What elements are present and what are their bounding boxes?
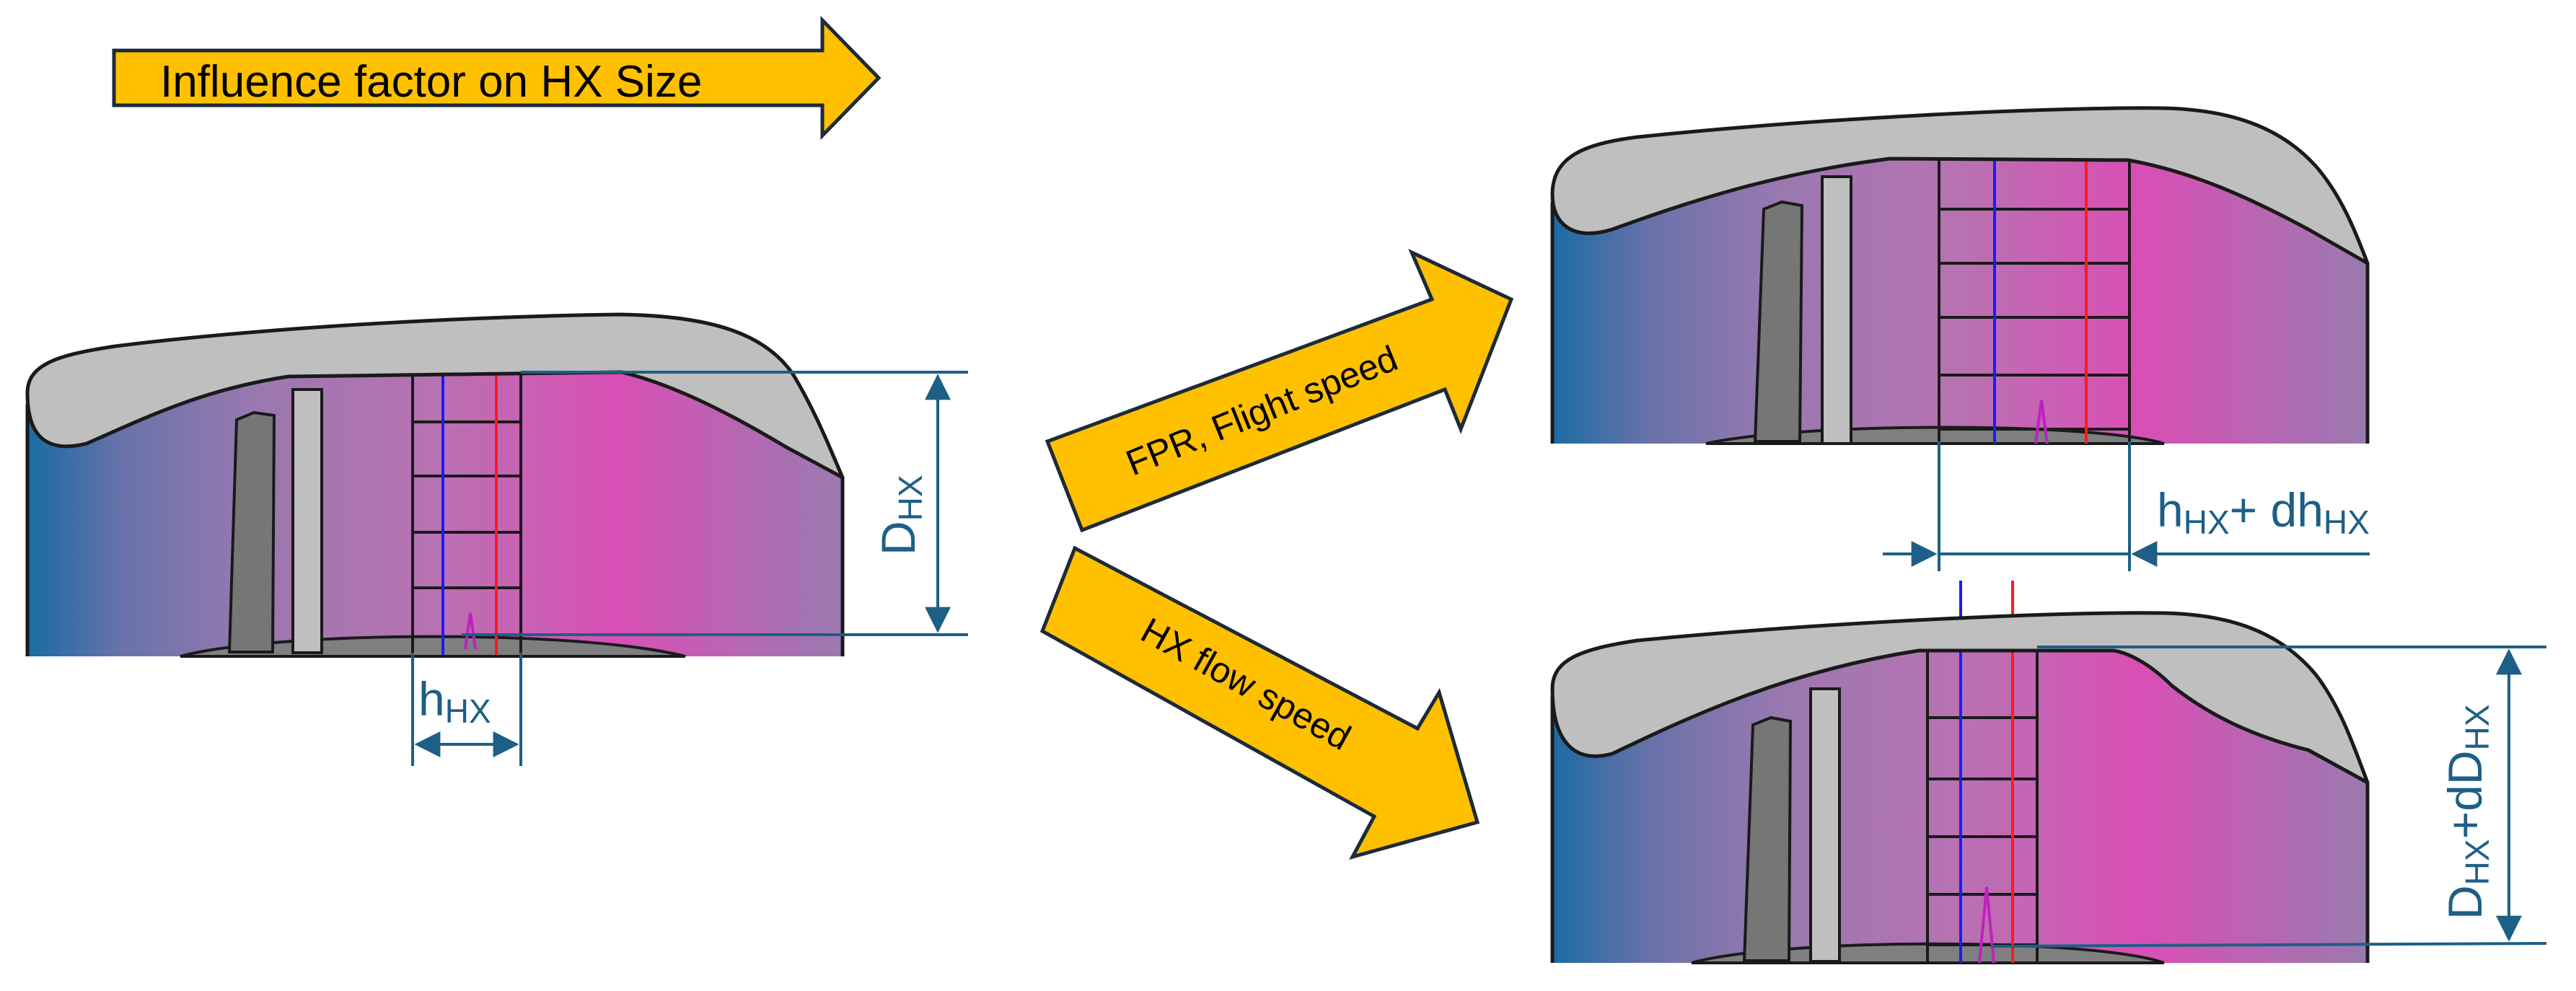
top-splitter	[1821, 175, 1852, 445]
base-pressure-spike	[464, 612, 477, 650]
bottom-engine-section	[1550, 581, 2370, 964]
top-duct-flow	[1552, 159, 2368, 444]
bottom-dimension-height: DHX+dDHX	[1990, 646, 2547, 948]
arrow-hx-flow-shape	[1039, 545, 1480, 860]
bottom-nacelle	[1550, 611, 2370, 785]
top-pressure-spike	[2034, 400, 2049, 444]
top-dimension-width: hHX+ dhHX	[1883, 441, 2370, 571]
base-height-label: DHX	[871, 475, 929, 555]
title-arrow: Influence factor on HX Size	[112, 15, 882, 141]
base-dimension-height: DHX	[462, 371, 968, 636]
base-nacelle	[25, 312, 845, 480]
base-engine-section	[25, 312, 845, 658]
title-arrow-shape	[112, 15, 882, 141]
base-hx-matrix	[411, 362, 522, 655]
bottom-pressure-spike	[1978, 886, 1995, 964]
arrow-fpr-shape	[1045, 248, 1514, 533]
top-engine-section	[1550, 106, 2370, 445]
arrow-fpr-flight-speed: FPR, Flight speed	[1045, 248, 1514, 533]
base-splitter	[291, 388, 323, 654]
base-width-label: hHX	[418, 672, 491, 730]
title-arrow-label: Influence factor on HX Size	[160, 57, 702, 107]
base-dimension-width: hHX	[411, 653, 522, 766]
bottom-splitter	[1809, 687, 1841, 963]
bottom-strut	[1742, 715, 1793, 962]
top-strut	[1753, 200, 1804, 443]
top-width-label: hHX+ dhHX	[2157, 483, 2370, 541]
bottom-height-label: DHX+dDHX	[2438, 705, 2496, 920]
top-hx-matrix	[1938, 157, 2131, 441]
base-strut	[227, 410, 276, 653]
top-nacelle	[1550, 106, 2370, 265]
arrow-hx-flow-speed: HX flow speed	[1039, 545, 1480, 860]
